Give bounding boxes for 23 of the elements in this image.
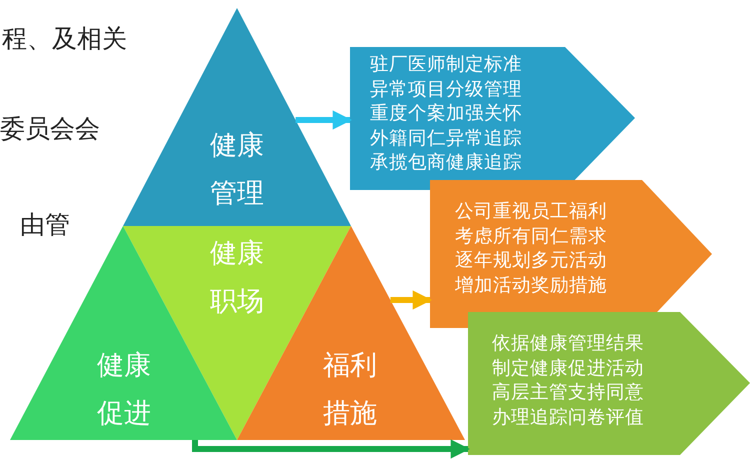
chevron-text: 公司重视员工福利 [455, 201, 607, 222]
segment-label: 健康管理 [210, 130, 264, 209]
chevron-text: 办理追踪问卷评值 [492, 406, 644, 428]
chevron-text: 依据健康管理结果 [492, 333, 644, 354]
segment-label: 健康促进 [97, 350, 151, 429]
segment-label: 健康职场 [210, 238, 264, 317]
chevron-text: 异常项目分级管理 [370, 78, 522, 100]
chevron-text: 制定健康促进活动 [492, 358, 644, 378]
chevron-text: 驻厂医师制定标准 [370, 54, 522, 75]
arrow [296, 110, 352, 130]
text-fragment: 由管 [20, 209, 70, 241]
chevron-text: 考虑所有同仁需求 [455, 226, 607, 246]
text-fragment: 委员会会 [0, 113, 100, 145]
segment-label: 福利措施 [323, 350, 377, 429]
chevron-text: 重度个案加强关怀 [370, 103, 522, 124]
chevron-text: 外籍同仁异常追踪 [370, 128, 522, 148]
chevron-text: 逐年规划多元活动 [455, 250, 607, 271]
text-fragment: 程、及相关 [2, 23, 127, 55]
arrow [192, 439, 470, 459]
arrow [390, 290, 432, 310]
chevron-text: 承揽包商健康追踪 [370, 152, 522, 173]
chevron-text: 增加活动奖励措施 [455, 274, 607, 296]
chevron-text: 高层主管支持同意 [492, 382, 644, 403]
